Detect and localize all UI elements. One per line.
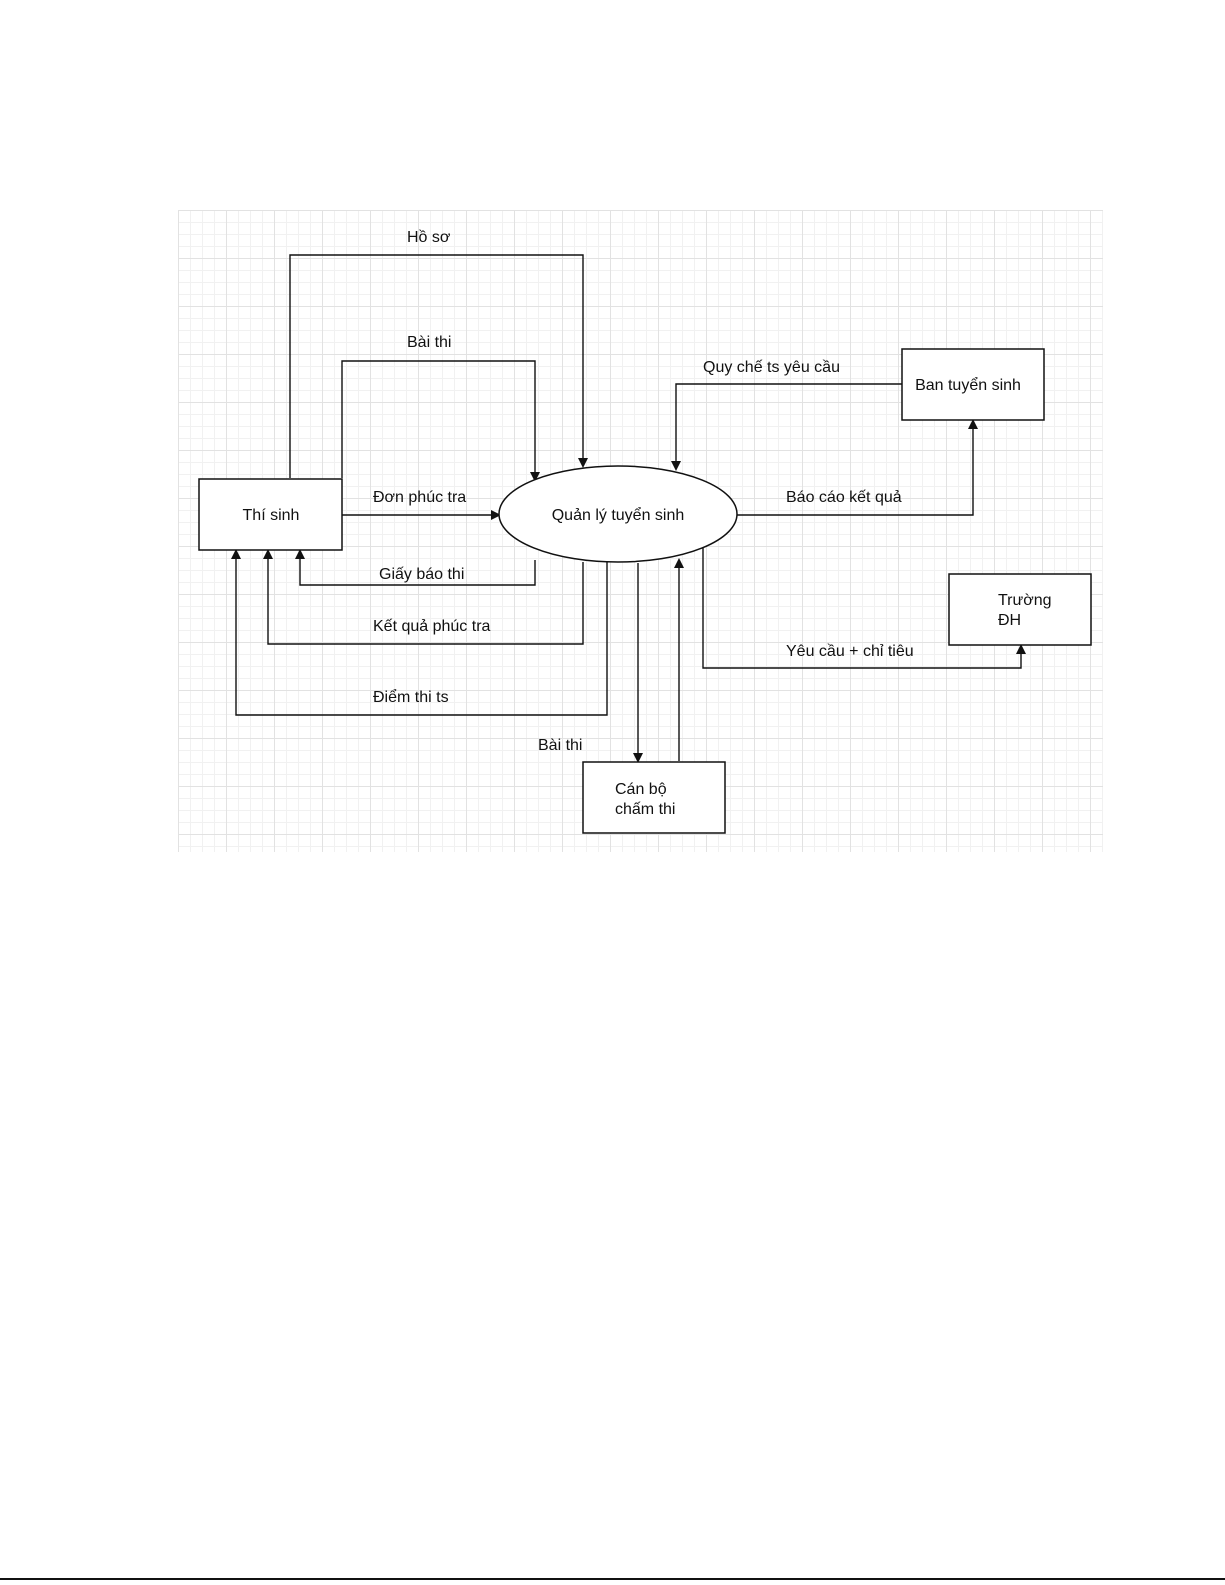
entity-truong-dh-label-line1: Trường [998, 592, 1052, 609]
entity-can-bo-label-line1: Cán bộ [615, 781, 667, 798]
entity-truong-dh-box [949, 574, 1091, 645]
label-bao-cao: Báo cáo kết quả [786, 489, 902, 506]
flow-bai-thi-top [342, 361, 535, 480]
label-giay-bao-thi: Giấy báo thi [379, 566, 464, 583]
label-bai-thi-bottom: Bài thi [538, 737, 582, 754]
entity-thi-sinh-label: Thí sinh [243, 507, 300, 524]
page-bottom-rule [0, 1578, 1225, 1580]
entity-can-bo-label-line2: chấm thi [615, 801, 675, 818]
flow-ho-so [290, 255, 583, 478]
label-yeu-cau-chi-tieu: Yêu cầu + chỉ tiêu [786, 643, 914, 660]
entity-ban-tuyen-sinh-label: Ban tuyển sinh [915, 376, 1021, 394]
label-bai-thi-top: Bài thi [407, 334, 451, 351]
label-diem-thi-ts: Điểm thi ts [373, 688, 449, 706]
label-ket-qua-phuc-tra: Kết quả phúc tra [373, 618, 491, 635]
entity-truong-dh-label-line2: ĐH [998, 612, 1021, 629]
flow-quy-che [676, 384, 902, 469]
process-label: Quản lý tuyển sinh [552, 506, 685, 524]
label-ho-so: Hồ sơ [407, 229, 451, 246]
label-don-phuc-tra: Đơn phúc tra [373, 489, 466, 506]
label-quy-che: Quy chế ts yêu cầu [703, 359, 840, 376]
